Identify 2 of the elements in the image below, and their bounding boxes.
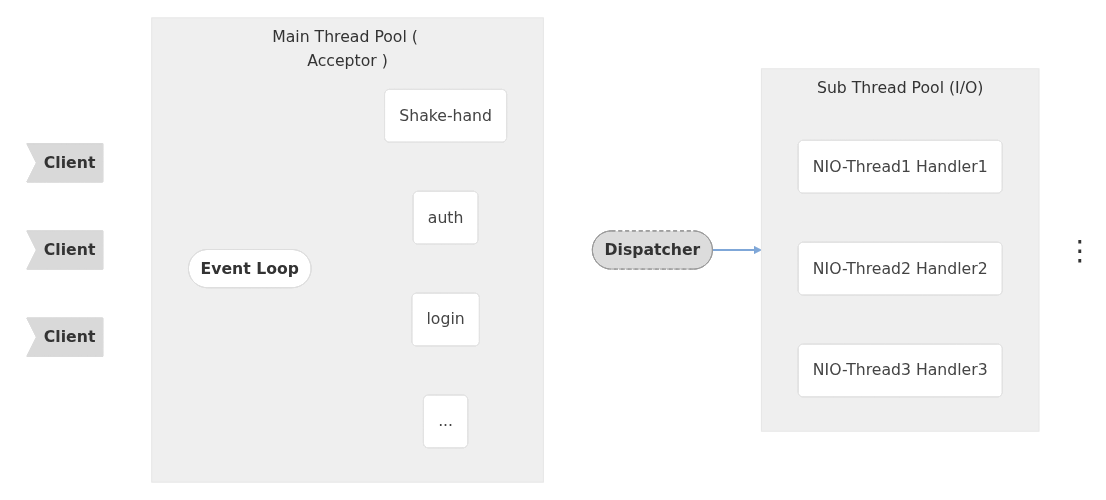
ellipsis-note: ⋮	[1066, 233, 1095, 267]
arrow	[711, 245, 762, 255]
